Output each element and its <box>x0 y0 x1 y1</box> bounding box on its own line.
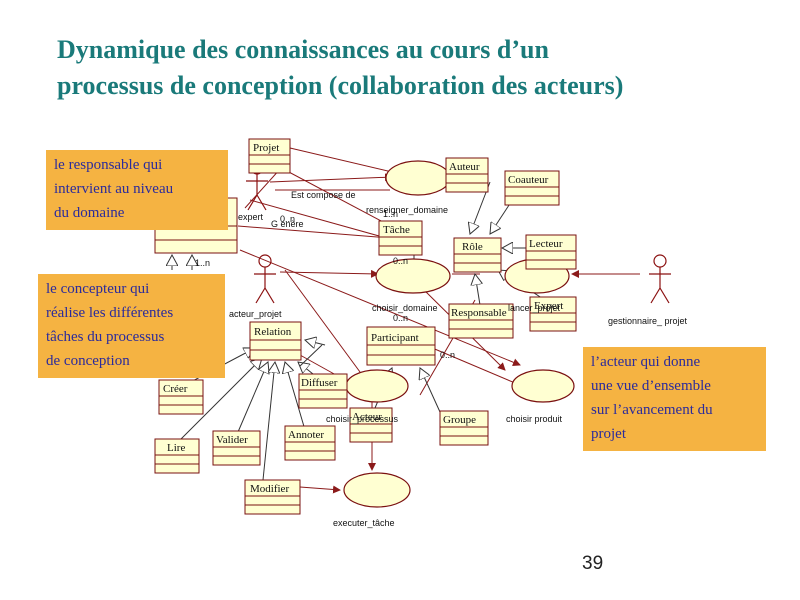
link-acteur-choisirdomaine <box>279 269 379 278</box>
assoc-label-compose: Est compose de <box>291 190 356 200</box>
gen-responsable-role <box>475 274 480 306</box>
link-modifier-executer <box>299 485 341 494</box>
actor-label-expert: expert <box>238 212 264 222</box>
class-modifier <box>244 479 301 515</box>
class-label-participant: Participant <box>371 332 419 344</box>
class-label-creer: Créer <box>163 383 188 395</box>
class-responsable <box>448 303 514 339</box>
actor-label-gestionnaire: gestionnaire_ projet <box>608 316 688 326</box>
slide-title-line-1: Dynamique des connaissances au cours d’u… <box>57 35 549 64</box>
usecase-label-lancer: lancer_projet <box>508 303 561 313</box>
note-concepteur: le concepteur qui réalise les différente… <box>38 274 225 378</box>
note-responsable-line: le responsable qui <box>54 157 163 173</box>
class-auteur <box>445 157 489 193</box>
class-tache <box>378 220 423 256</box>
uml-classes <box>154 138 577 515</box>
class-expert <box>529 296 577 332</box>
class-label-diffuser: Diffuser <box>301 377 338 389</box>
note-concepteur-line: réalise les différentes <box>46 305 174 321</box>
class-coauteur <box>504 170 560 206</box>
class-label-annoter: Annoter <box>288 429 324 441</box>
multiplicity-2: 1..n <box>383 209 398 219</box>
usecase-executer-tache <box>343 472 411 508</box>
class-acteur <box>349 407 393 443</box>
usecase-label-choisir-domaine: choisir_domaine <box>372 303 438 313</box>
note-responsable: le responsable qui intervient au niveau … <box>46 150 228 230</box>
link-expert-renseigner <box>269 173 393 183</box>
class-label-role: Rôle <box>462 241 483 253</box>
class-label-responsable: Responsable <box>451 307 507 319</box>
note-acteur-vue: l’acteur qui donne une vue d’ensemble su… <box>583 347 766 451</box>
usecase-choisir-produit <box>511 369 575 403</box>
class-annoter <box>284 425 336 461</box>
actor-label-acteur-projet: acteur_projet <box>229 309 282 319</box>
gen-modifier-relation <box>262 362 275 481</box>
link-genere <box>237 225 391 239</box>
usecase-label-choisir-produit: choisir produit <box>506 414 563 424</box>
class-creer <box>158 379 204 415</box>
class-projet <box>248 138 291 174</box>
class-groupe <box>439 410 489 446</box>
note-concepteur-line: tâches du processus <box>46 329 165 345</box>
usecase-label-executer: executer_tâche <box>333 518 395 528</box>
class-lecteur <box>525 234 577 270</box>
usecase-label-choisir-processus: choisir_processus <box>326 414 399 424</box>
class-diffuser <box>298 373 348 409</box>
class-label-auteur: Auteur <box>449 161 480 173</box>
gen-extra <box>299 344 323 367</box>
class-label-coauteur: Coauteur <box>508 174 549 186</box>
gen-valider-relation <box>237 362 268 433</box>
class-label-lecteur: Lecteur <box>529 238 563 250</box>
usecase-label-renseigner: renseigner_domaine <box>366 205 448 215</box>
note-responsable-line: intervient au niveau <box>54 181 174 197</box>
slide-title-line-2: processus de conception (collaboration d… <box>57 71 624 100</box>
multiplicity-5: 0..n <box>440 350 455 360</box>
class-lire <box>154 438 200 474</box>
link-long-diagonal <box>239 249 521 367</box>
usecase-choisir-processus <box>345 369 409 403</box>
class-label-projet: Projet <box>253 142 279 154</box>
usecase-renseigner-domaine <box>385 160 451 196</box>
class-label-modifier: Modifier <box>250 483 289 495</box>
multiplicity-3: 0..n <box>393 256 408 266</box>
note-concepteur-line: de conception <box>46 353 130 369</box>
gen-annoter-relation <box>285 362 306 431</box>
note-responsable-line: du domaine <box>54 205 125 221</box>
multiplicity-6: 0..n <box>280 214 295 224</box>
class-label-groupe: Groupe <box>443 414 476 426</box>
slide-title: Dynamique des connaissances au cours d’u… <box>57 32 777 104</box>
class-label-tache: Tâche <box>383 224 410 236</box>
note-concepteur-line: le concepteur qui <box>46 281 150 297</box>
class-role <box>453 237 502 273</box>
link-acteur-processus <box>284 269 361 373</box>
usecases <box>343 160 575 508</box>
class-valider <box>212 430 261 466</box>
class-participant <box>366 326 436 366</box>
actor-acteur-projet-figure <box>254 254 276 304</box>
class-label-valider: Valider <box>216 434 248 446</box>
assoc-label-genere: G énère <box>271 219 304 229</box>
class-label-expert: Expert <box>534 300 563 312</box>
note-acteur-vue-line: une vue d’ensemble <box>591 378 711 394</box>
class-label-relation: Relation <box>254 326 292 338</box>
class-label-acteur: Acteur <box>352 411 382 423</box>
gen-lire-relation <box>179 358 262 441</box>
note-acteur-vue-line: sur l’avancement du <box>591 402 713 418</box>
note-acteur-vue-line: projet <box>591 426 626 442</box>
gen-groupe-participant <box>420 368 441 413</box>
page-number: 39 <box>582 553 604 574</box>
multiplicity-1: 1..n <box>195 258 210 268</box>
usecase-choisir-domaine <box>375 258 451 294</box>
note-acteur-vue-line: l’acteur qui donne <box>591 354 701 370</box>
class-label-lire: Lire <box>167 442 185 454</box>
gen-extra-2 <box>305 340 326 345</box>
class-relation <box>249 321 302 361</box>
multiplicity-4: 0..n <box>393 313 408 323</box>
link-projet-renseigner <box>289 147 393 173</box>
actor-gestionnaire-figure <box>649 254 671 304</box>
